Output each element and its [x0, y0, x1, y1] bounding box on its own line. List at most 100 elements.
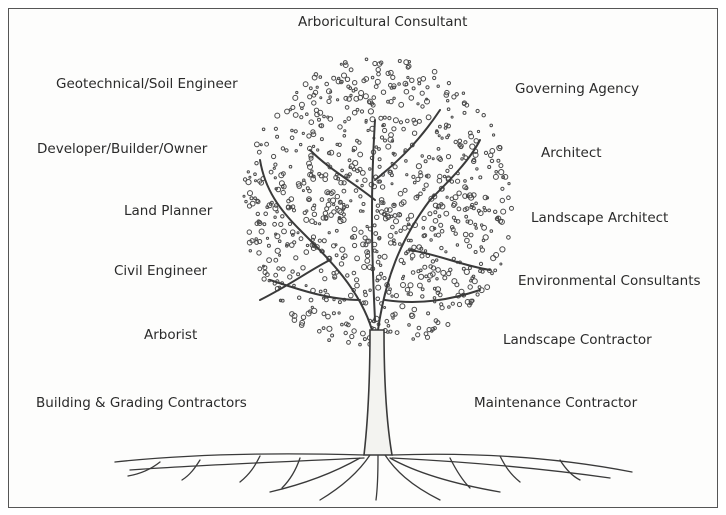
leaf-cluster — [464, 102, 470, 108]
leaf-cluster — [476, 129, 481, 134]
leaf-cluster — [450, 301, 455, 306]
leaf-cluster — [430, 326, 436, 332]
leaf-cluster — [473, 138, 479, 144]
leaf-cluster — [334, 193, 340, 200]
leaf-cluster — [341, 72, 347, 79]
leaf-cluster — [273, 272, 279, 278]
leaf-cluster — [296, 183, 303, 189]
leaf-cluster — [403, 59, 410, 66]
leaf-cluster — [331, 209, 337, 215]
leaf-cluster — [280, 298, 285, 303]
leaf-cluster — [445, 135, 450, 140]
leaf-cluster — [404, 159, 408, 163]
leaf-cluster — [337, 311, 341, 315]
leaf-cluster — [411, 244, 417, 251]
leaf-cluster — [455, 243, 460, 247]
leaf-cluster — [266, 202, 273, 209]
leaf-cluster — [372, 223, 377, 228]
leaf-cluster — [335, 78, 342, 85]
leaf-cluster — [328, 95, 332, 99]
leaf-cluster — [489, 123, 494, 128]
leaf-cluster — [276, 266, 281, 271]
leaf-cluster — [509, 205, 514, 211]
leaf-cluster — [443, 210, 450, 217]
leaf-cluster — [487, 165, 492, 169]
leaf-cluster — [310, 131, 317, 138]
leaf-cluster — [397, 190, 404, 197]
leaf-cluster — [447, 133, 451, 137]
leaf-cluster — [310, 234, 317, 240]
leaf-cluster — [351, 226, 358, 233]
leaf-cluster — [433, 210, 438, 215]
leaf-cluster — [271, 153, 277, 160]
role-left-5: Arborist — [144, 327, 198, 343]
leaf-cluster — [416, 102, 420, 106]
leaf-cluster — [475, 108, 480, 114]
leaf-cluster — [375, 296, 381, 302]
leaf-cluster — [287, 221, 293, 226]
leaf-cluster — [492, 133, 496, 137]
leaf-cluster — [375, 278, 380, 283]
leaf-cluster — [390, 139, 395, 143]
leaf-cluster — [321, 238, 327, 244]
role-right-2: Architect — [541, 145, 602, 161]
leaf-cluster — [392, 96, 396, 101]
leaf-cluster — [337, 124, 343, 130]
leaf-cluster — [284, 108, 290, 115]
leaf-cluster — [411, 174, 416, 179]
leaf-cluster — [274, 232, 278, 236]
leaf-cluster — [323, 172, 329, 178]
leaf-cluster — [349, 315, 355, 321]
leaf-cluster — [318, 75, 323, 79]
role-left-4: Civil Engineer — [114, 263, 208, 279]
leaf-cluster — [292, 94, 299, 101]
leaf-cluster — [431, 157, 435, 161]
leaf-cluster — [436, 177, 443, 184]
leaf-cluster — [489, 158, 495, 164]
leaf-cluster — [300, 106, 304, 111]
leaf-cluster — [277, 239, 282, 243]
leaf-cluster — [421, 215, 427, 221]
leaf-cluster — [266, 243, 271, 248]
leaf-cluster — [310, 169, 314, 173]
leaf-cluster — [330, 189, 336, 195]
leaf-cluster — [438, 157, 443, 162]
leaf-cluster — [494, 170, 499, 174]
leaf-cluster — [298, 236, 304, 242]
leaf-cluster — [476, 208, 481, 213]
leaf-cluster — [327, 116, 334, 122]
leaf-cluster — [320, 215, 326, 221]
leaf-cluster — [291, 312, 298, 319]
leaf-cluster — [305, 112, 309, 116]
leaf-cluster — [340, 168, 344, 173]
leaf-cluster — [337, 216, 342, 220]
leaf-cluster — [506, 235, 511, 240]
leaf-cluster — [402, 274, 406, 278]
leaf-cluster — [273, 126, 278, 131]
leaf-cluster — [461, 266, 466, 271]
leaf-cluster — [410, 270, 416, 275]
leaf-cluster — [299, 319, 306, 326]
leaf-cluster — [246, 229, 253, 235]
leaf-cluster — [415, 176, 421, 182]
leaf-cluster — [327, 338, 332, 343]
leaf-cluster — [502, 174, 509, 180]
leaf-cluster — [435, 258, 439, 262]
leaf-cluster — [425, 97, 429, 101]
leaf-cluster — [471, 206, 476, 211]
leaf-cluster — [280, 266, 286, 272]
leaf-cluster — [418, 273, 425, 280]
leaf-cluster — [493, 252, 500, 258]
leaf-cluster — [412, 180, 417, 185]
leaf-cluster — [437, 134, 441, 138]
leaf-cluster — [493, 209, 498, 215]
leaf-cluster — [464, 186, 469, 191]
leaf-cluster — [498, 145, 503, 150]
leaf-cluster — [430, 271, 436, 277]
leaf-cluster — [458, 143, 464, 149]
leaf-cluster — [467, 130, 473, 136]
leaf-cluster — [363, 242, 369, 248]
leaf-cluster — [442, 174, 447, 179]
leaf-cluster — [478, 269, 483, 273]
leaf-cluster — [290, 233, 295, 237]
